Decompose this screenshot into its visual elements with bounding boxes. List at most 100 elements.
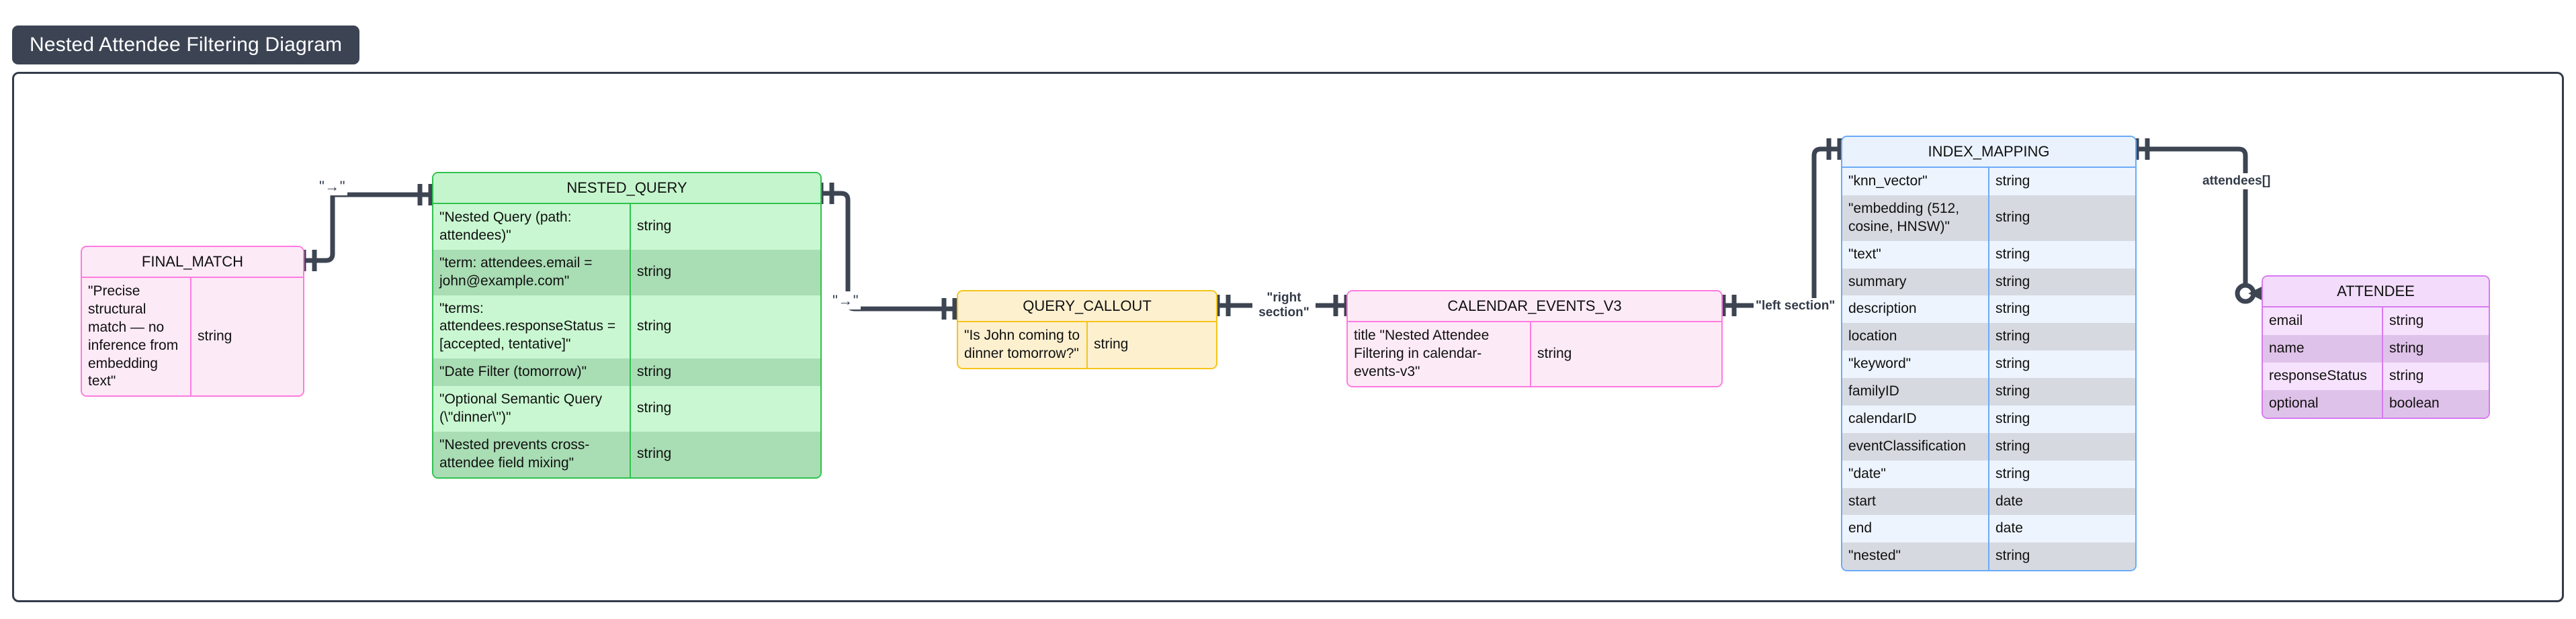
row-type: string: [1995, 438, 2030, 454]
table-row: "Nested Query (path: attendees)" string: [433, 204, 820, 250]
entity-rows-attendee: email string name string responseStatus …: [2263, 307, 2489, 418]
entity-title-calendar-events-v3: CALENDAR_EVENTS_V3: [1348, 291, 1721, 322]
row-name: familyID: [1842, 378, 1989, 406]
entity-index-mapping[interactable]: INDEX_MAPPING "knn_vector" string "embed…: [1841, 136, 2137, 572]
row-type: string: [1995, 273, 2030, 289]
row-name: summary: [1842, 268, 1989, 296]
table-row: familyID string: [1842, 378, 2135, 406]
table-row: "Is John coming to dinner tomorrow?" str…: [958, 322, 1216, 368]
row-type: string: [1995, 173, 2030, 189]
row-type: string: [637, 318, 672, 334]
row-type: string: [1995, 383, 2030, 399]
row-name: "Optional Semantic Query (\"dinner\")": [433, 386, 631, 432]
table-row: calendarID string: [1842, 405, 2135, 433]
row-type: string: [637, 218, 672, 234]
table-row: "knn_vector" string: [1842, 168, 2135, 195]
row-type: string: [2389, 367, 2424, 383]
diagram-frame: [12, 72, 2564, 602]
row-type: string: [2389, 340, 2424, 356]
table-row: "text" string: [1842, 240, 2135, 269]
entity-title-attendee: ATTENDEE: [2263, 277, 2489, 307]
table-row: "nested" string: [1842, 542, 2135, 571]
row-name: "Precise structural match — no inference…: [82, 278, 191, 396]
row-type: string: [1094, 336, 1129, 352]
table-row: responseStatus string: [2263, 362, 2489, 390]
row-name: "nested": [1842, 542, 1989, 571]
entity-final-match[interactable]: FINAL_MATCH "Precise structural match — …: [81, 246, 304, 397]
entity-nested-query[interactable]: NESTED_QUERY "Nested Query (path: attend…: [432, 172, 822, 479]
entity-title-query-callout: QUERY_CALLOUT: [958, 291, 1216, 322]
edge-label-nested-to-callout: "→": [830, 291, 861, 310]
table-row: optional boolean: [2263, 389, 2489, 418]
row-type: string: [1995, 301, 2030, 317]
page-title: Nested Attendee Filtering Diagram: [12, 26, 360, 64]
row-name: eventClassification: [1842, 432, 1989, 461]
entity-rows-final-match: "Precise structural match — no inference…: [82, 278, 303, 396]
table-row: "term: attendees.email = john@example.co…: [433, 249, 820, 295]
row-name: description: [1842, 295, 1989, 324]
table-row: "date" string: [1842, 460, 2135, 488]
row-type: boolean: [2389, 395, 2440, 411]
row-type: string: [1995, 410, 2030, 426]
row-name: responseStatus: [2263, 362, 2383, 390]
row-name: "term: attendees.email = john@example.co…: [433, 249, 631, 295]
table-row: title "Nested Attendee Filtering in cale…: [1348, 322, 1721, 386]
row-name: "knn_vector": [1842, 168, 1989, 195]
row-type: string: [637, 364, 672, 380]
row-name: end: [1842, 515, 1989, 543]
table-row: "Optional Semantic Query (\"dinner\")" s…: [433, 386, 820, 432]
table-row: "Nested prevents cross-attendee field mi…: [433, 431, 820, 477]
row-name: "Is John coming to dinner tomorrow?": [958, 322, 1088, 368]
row-type: string: [2389, 313, 2424, 328]
entity-rows-query-callout: "Is John coming to dinner tomorrow?" str…: [958, 322, 1216, 368]
row-type: string: [637, 446, 672, 462]
table-row: "embedding (512, cosine, HNSW)" string: [1842, 195, 2135, 241]
table-row: summary string: [1842, 268, 2135, 296]
edge-label-callout-to-calendar: "right section": [1252, 290, 1316, 321]
table-row: name string: [2263, 334, 2489, 363]
row-type: date: [1995, 520, 2023, 536]
row-name: calendarID: [1842, 405, 1989, 433]
entity-title-final-match: FINAL_MATCH: [82, 247, 303, 278]
entity-calendar-events-v3[interactable]: CALENDAR_EVENTS_V3 title "Nested Attende…: [1346, 290, 1723, 387]
row-type: string: [1995, 246, 2030, 262]
table-row: location string: [1842, 323, 2135, 351]
row-name: "Date Filter (tomorrow)": [433, 359, 631, 386]
row-type: string: [1995, 465, 2030, 481]
table-row: start date: [1842, 487, 2135, 516]
row-type: string: [198, 328, 232, 344]
entity-rows-nested-query: "Nested Query (path: attendees)" string …: [433, 204, 820, 477]
table-row: "Date Filter (tomorrow)" string: [433, 359, 820, 386]
row-name: "date": [1842, 460, 1989, 488]
row-name: "Nested Query (path: attendees)": [433, 204, 631, 250]
entity-title-index-mapping: INDEX_MAPPING: [1842, 137, 2135, 168]
edge-label-calendar-to-index: "left section": [1754, 298, 1838, 314]
entity-query-callout[interactable]: QUERY_CALLOUT "Is John coming to dinner …: [957, 290, 1217, 369]
row-name: start: [1842, 487, 1989, 516]
row-type: string: [1537, 345, 1572, 361]
table-row: "terms: attendees.responseStatus = [acce…: [433, 295, 820, 359]
table-row: "keyword" string: [1842, 350, 2135, 378]
row-type: string: [1995, 548, 2030, 564]
row-name: "Nested prevents cross-attendee field mi…: [433, 431, 631, 477]
entity-title-nested-query: NESTED_QUERY: [433, 173, 820, 204]
row-type: string: [637, 400, 672, 416]
table-row: "Precise structural match — no inference…: [82, 278, 303, 396]
row-name: optional: [2263, 389, 2383, 418]
edge-label-index-to-attendee: attendees[]: [2200, 173, 2273, 189]
row-name: "text": [1842, 240, 1989, 269]
row-name: location: [1842, 323, 1989, 351]
row-type: string: [1995, 356, 2030, 372]
row-type: string: [637, 264, 672, 280]
table-row: eventClassification string: [1842, 432, 2135, 461]
entity-attendee[interactable]: ATTENDEE email string name string respon…: [2262, 275, 2490, 419]
row-name: "keyword": [1842, 350, 1989, 378]
row-name: "embedding (512, cosine, HNSW)": [1842, 195, 1989, 241]
entity-rows-calendar-events-v3: title "Nested Attendee Filtering in cale…: [1348, 322, 1721, 386]
row-type: string: [1995, 328, 2030, 344]
row-name: email: [2263, 307, 2383, 335]
row-name: name: [2263, 334, 2383, 363]
entity-rows-index-mapping: "knn_vector" string "embedding (512, cos…: [1842, 168, 2135, 571]
edge-label-final-to-nested: "→": [317, 177, 348, 196]
